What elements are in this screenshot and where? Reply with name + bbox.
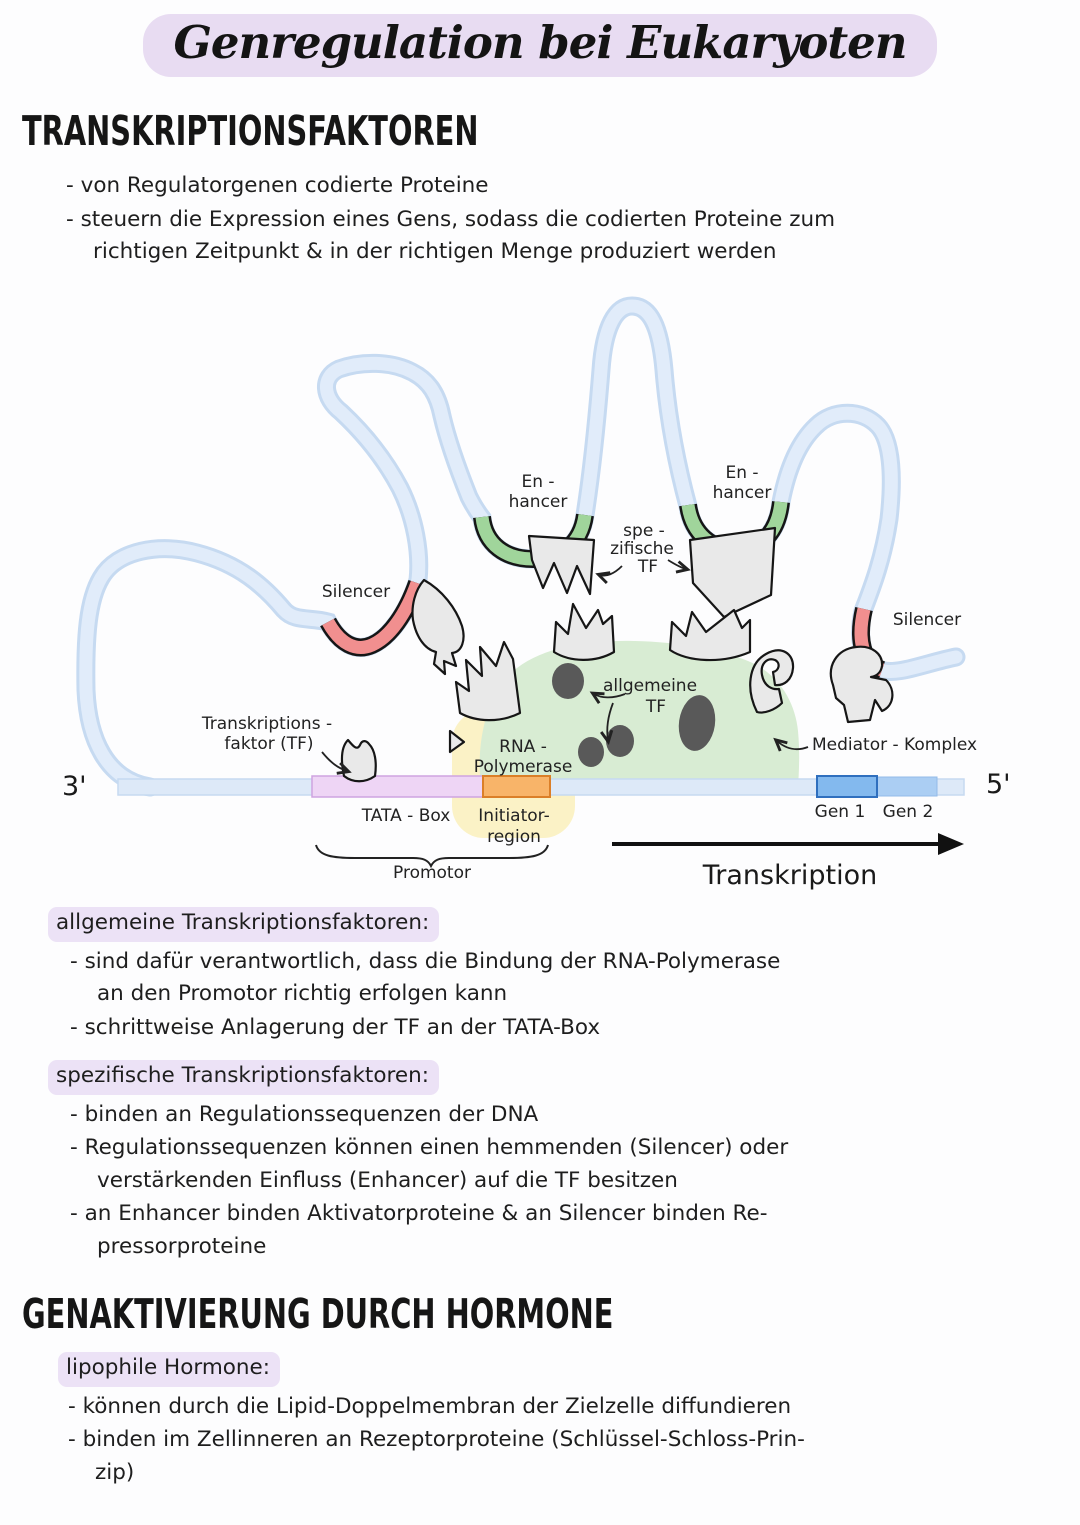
transcription-arrow [612, 833, 964, 855]
repressor-protein-right [829, 645, 894, 724]
section-allgemeine-tf: allgemeine Transkriptionsfaktoren: sind … [48, 907, 781, 1045]
label-allgemeine-tf-line2: TF [645, 697, 666, 717]
repressor-protein-left [411, 578, 465, 676]
arrow-mediator [773, 737, 809, 752]
page-title-text: Genregulation bei Eukaryoten [143, 14, 937, 77]
list-item: an Enhancer binden Aktivatorproteine & a… [70, 1198, 788, 1263]
lipophile-hormone-label: lipophile Hormone: [58, 1352, 281, 1387]
label-5-prime: 5' [986, 769, 1011, 800]
list-item: steuern die Expression eines Gens, sodas… [66, 204, 836, 269]
spezifische-tf-label: spezifische Transkriptionsfaktoren: [48, 1060, 439, 1095]
label-enhancer-2-line1: En - [725, 463, 758, 483]
label-gen2: Gen 2 [883, 802, 934, 822]
label-mediator-komplex: Mediator - Komplex [812, 735, 977, 755]
label-silencer-left: Silencer [322, 582, 390, 602]
lipophile-hormone-bullets: können durch die Lipid-Doppelmembran der… [68, 1391, 805, 1490]
silencer-arc-left [322, 580, 424, 654]
allgemeine-tf-bullets: sind dafür verantwortlich, dass die Bind… [70, 946, 781, 1045]
section-lipophile-hormone: lipophile Hormone: können durch die Lipi… [58, 1352, 805, 1490]
tf-bullet-list: von Regulatorgenen codierte Proteinesteu… [66, 170, 836, 269]
tf-crown-1 [454, 640, 522, 722]
label-transkriptionsfaktor-line2: faktor (TF) [224, 734, 313, 754]
gen2-box [876, 776, 938, 797]
tf-crown-3 [668, 608, 752, 662]
page-title: Genregulation bei Eukaryoten [0, 14, 1080, 77]
list-item: sind dafür verantwortlich, dass die Bind… [70, 946, 781, 1011]
list-item: Regulationssequenzen können einen hemmen… [70, 1132, 789, 1197]
general-tf-subunits [552, 663, 716, 767]
section-transkriptionsfaktoren: von Regulatorgenen codierte Proteinesteu… [66, 170, 836, 270]
spezifische-tf-bullets: binden an Regulationssequenzen der DNARe… [70, 1099, 789, 1264]
label-enhancer-1-line1: En - [521, 472, 554, 492]
label-3-prime: 3' [62, 771, 87, 802]
list-item: von Regulatorgenen codierte Proteine [66, 170, 835, 203]
arrow-spez-tf-right [667, 559, 691, 574]
arrow-spez-tf-left [595, 565, 623, 584]
heading-transkriptionsfaktoren: TRANSKRIPTIONSFAKTOREN [22, 108, 479, 156]
label-enhancer-1-line2: hancer [509, 492, 568, 512]
label-transkription: Transkription [702, 860, 877, 891]
label-transkriptionsfaktor-line1: Transkriptions - [201, 714, 332, 734]
tata-box-region [311, 775, 484, 798]
tf-claw [749, 649, 795, 714]
tf-crown-2 [552, 602, 616, 661]
tf-on-tata-box [340, 738, 377, 783]
label-spezifische-tf-line3: TF [637, 557, 658, 577]
section-spezifische-tf: spezifische Transkriptionsfaktoren: bind… [48, 1060, 789, 1264]
label-gen1: Gen 1 [815, 802, 866, 822]
gen1-box [816, 775, 878, 798]
heading-genaktivierung: GENAKTIVIERUNG DURCH HORMONE [22, 1291, 614, 1339]
tf-small-fin [448, 729, 466, 754]
dna-horizontal-strand [117, 775, 965, 798]
allgemeine-tf-label: allgemeine Transkriptionsfaktoren: [48, 907, 440, 942]
arrow-allg-tf-left [589, 691, 626, 704]
list-item: binden an Regulationssequenzen der DNA [70, 1099, 788, 1132]
tf-proteins [340, 526, 894, 783]
label-tata-box: TATA - Box [361, 806, 451, 826]
activator-protein-1 [527, 534, 596, 596]
list-item: können durch die Lipid-Doppelmembran der… [68, 1391, 805, 1424]
diagram-labels: 3' 5' Silencer Silencer En - hancer En -… [62, 463, 1011, 891]
arrow-tf-label [321, 751, 352, 775]
label-silencer-right: Silencer [893, 610, 961, 630]
promotor-brace [315, 844, 549, 869]
label-allgemeine-tf-line1: allgemeine [603, 676, 697, 696]
label-spezifische-tf-line2: zifische [610, 539, 674, 559]
label-spezifische-tf-line1: spe - [623, 521, 665, 541]
annotation-arrows [321, 559, 809, 775]
label-promotor: Promotor [393, 863, 471, 883]
label-enhancer-2-line2: hancer [713, 483, 772, 503]
label-initiator-line1: Initiator- [478, 806, 549, 826]
initiator-region-box [482, 775, 551, 798]
arrow-allg-tf-down [600, 702, 614, 745]
list-item: binden im Zellinneren an Rezeptorprotein… [68, 1424, 805, 1489]
activator-protein-2 [688, 526, 777, 619]
label-rna-polymerase-line2: Polymerase [474, 757, 573, 777]
label-initiator-line2: region [487, 827, 541, 847]
label-rna-polymerase-line1: RNA - [499, 737, 547, 757]
list-item: schrittweise Anlagerung der TF an der TA… [70, 1012, 780, 1045]
gene-regulation-diagram: 3' 5' Silencer Silencer En - hancer En -… [62, 296, 1011, 891]
